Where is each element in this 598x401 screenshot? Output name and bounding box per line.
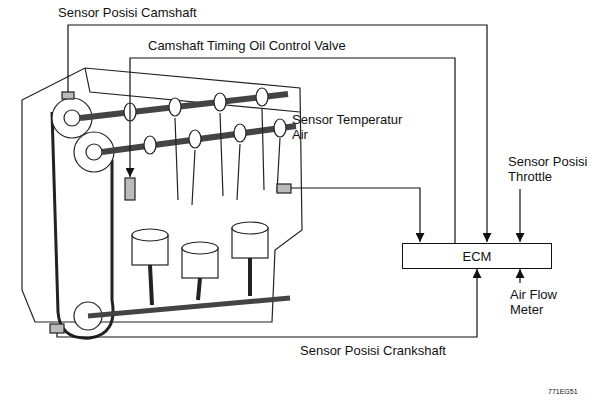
connecting-rod [150, 258, 250, 305]
cam-lobe [189, 130, 201, 148]
piston-top [232, 222, 268, 234]
signal-wire [291, 188, 420, 242]
signal-wire [68, 25, 487, 242]
signal-wire [57, 269, 477, 337]
engine-block [22, 68, 302, 322]
cam-lobe [256, 88, 268, 106]
part-label: Air Flow Meter [510, 287, 582, 317]
part-label: Sensor Temperatur Air [292, 112, 410, 142]
signal-wire [519, 189, 520, 242]
control-unit-box: ECM [402, 243, 552, 269]
cam-lobe [144, 136, 156, 154]
timing-chain [52, 112, 113, 338]
cam-lobe [214, 93, 226, 111]
part-label: Camshaft Timing Oil Control Valve [148, 38, 346, 53]
cam-lobe [234, 124, 246, 142]
part-label: Sensor Posisi Camshaft [58, 5, 197, 20]
oil-control-valve [125, 178, 135, 200]
part-label: Sensor Posisi Crankshaft [300, 343, 446, 358]
cam-lobe [274, 119, 286, 137]
camshaft [102, 126, 296, 152]
temperature-sensor [277, 184, 291, 193]
cam-sprocket-hub [86, 144, 102, 160]
piston-top [182, 242, 218, 254]
part-label: Sensor Posisi Throttle [508, 154, 594, 184]
valves [175, 108, 280, 205]
camshaft-sensor [62, 92, 74, 99]
engine-drawing [22, 68, 302, 338]
valve-stem [175, 108, 280, 205]
signal-wire [519, 269, 520, 283]
pistons [132, 222, 268, 278]
figure-code: 771EG51 [548, 388, 578, 396]
piston-top [132, 229, 168, 241]
cam-sprocket-hub [64, 110, 80, 126]
crankshaft [88, 298, 290, 316]
box-text: ECM [463, 249, 492, 264]
signal-wire [130, 58, 455, 243]
signal-wires [57, 25, 520, 337]
cam-lobe [169, 98, 181, 116]
crankshaft-sensor [50, 324, 64, 333]
